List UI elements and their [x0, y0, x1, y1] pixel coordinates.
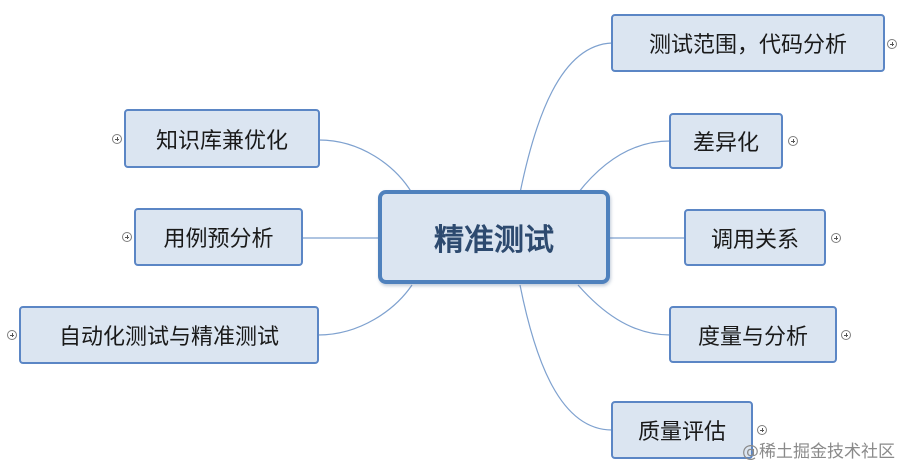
topic-node-metrics-analysis[interactable]: 度量与分析	[669, 306, 837, 363]
circle-plus-icon[interactable]	[831, 233, 841, 243]
central-topic-node[interactable]: 精准测试	[378, 190, 610, 284]
topic-node-call-relation[interactable]: 调用关系	[684, 209, 826, 266]
topic-label: 差异化	[692, 131, 759, 156]
topic-label: 质量评估	[637, 420, 726, 445]
circle-plus-icon[interactable]	[841, 330, 851, 340]
topic-node-automation-testing[interactable]: 自动化测试与精准测试	[19, 306, 319, 364]
circle-plus-icon[interactable]	[112, 134, 122, 144]
topic-label: 知识库兼优化	[155, 128, 288, 154]
circle-plus-icon[interactable]	[757, 425, 767, 435]
topic-node-quality-assessment[interactable]: 质量评估	[611, 401, 753, 459]
topic-node-case-preanalysis[interactable]: 用例预分析	[134, 208, 303, 266]
circle-plus-icon[interactable]	[788, 136, 798, 146]
connector-to-knowledge-base	[318, 139, 413, 194]
connector-to-quality-assessment	[519, 284, 613, 431]
central-topic-label: 精准测试	[434, 223, 554, 258]
connector-to-test-scope	[519, 42, 613, 194]
topic-label: 自动化测试与精准测试	[58, 325, 279, 350]
topic-node-test-scope[interactable]: 测试范围，代码分析	[611, 14, 885, 72]
watermark-text: @稀土掘金技术社区	[742, 442, 895, 462]
topic-node-knowledge-base[interactable]: 知识库兼优化	[124, 109, 320, 168]
topic-node-differentiation[interactable]: 差异化	[669, 113, 783, 169]
circle-plus-icon[interactable]	[887, 39, 897, 49]
circle-plus-icon[interactable]	[122, 232, 132, 242]
topic-label: 度量与分析	[697, 324, 808, 350]
topic-label: 用例预分析	[163, 227, 274, 252]
connector-to-metrics-analysis	[577, 284, 671, 336]
connector-to-differentiation	[577, 140, 671, 194]
connector-to-automation-testing	[317, 284, 413, 336]
topic-label: 调用关系	[710, 227, 799, 253]
topic-label: 测试范围，代码分析	[648, 33, 847, 58]
circle-plus-icon[interactable]	[7, 330, 17, 340]
